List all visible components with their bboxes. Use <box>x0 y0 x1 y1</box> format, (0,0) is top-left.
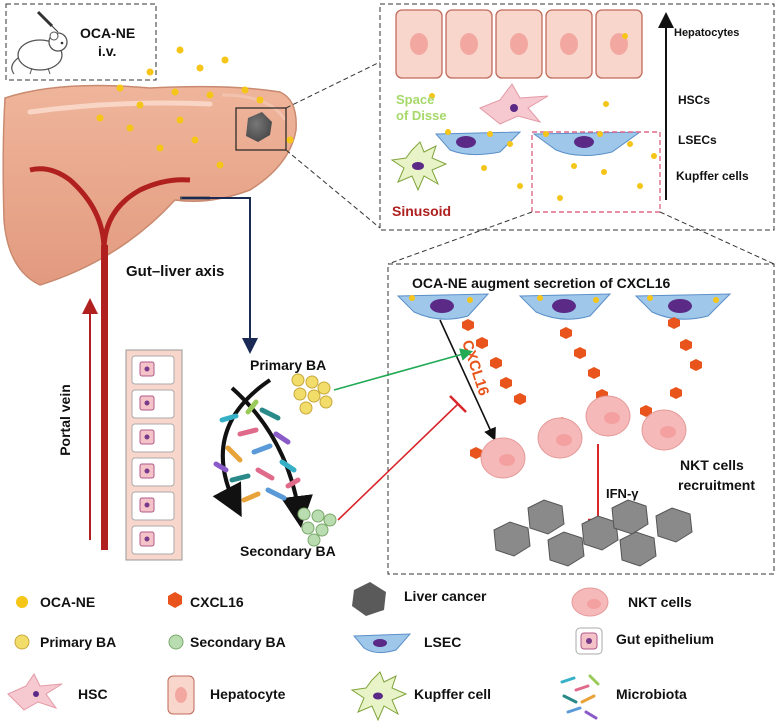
nkt-cells-group <box>480 395 687 479</box>
liver-illustration <box>2 84 297 550</box>
cxcl16-secretion-title: OCA-NE augment secretion of CXCL16 <box>412 275 670 291</box>
legend-label-oca: OCA-NE <box>40 594 95 610</box>
oca-ne-particles-bottom <box>409 295 719 303</box>
oca-ne-particles-top <box>429 33 657 201</box>
secondary-ba-label: Secondary BA <box>240 543 336 559</box>
legend-label-primary: Primary BA <box>40 634 116 650</box>
legend-icon-secondary <box>168 634 184 650</box>
legend-label-hsc: HSC <box>78 686 108 702</box>
secondary-ba-inhibition-line <box>337 403 459 521</box>
space-of-disse-label-2: of Disse <box>396 108 447 123</box>
zoom-region-lsec <box>531 131 661 213</box>
layer-label-hepatocytes: Hepatocytes <box>674 27 739 39</box>
space-of-disse-label-1: Space <box>396 92 434 107</box>
legend-icon-oca <box>16 596 28 608</box>
portal-vein-label: Portal vein <box>57 384 73 456</box>
zoom-line-lsec-left <box>387 211 533 265</box>
injection-label-1: OCA-NE <box>80 25 135 41</box>
layer-label-lsecs: LSECs <box>678 133 717 147</box>
hepatocyte-row <box>395 9 643 79</box>
legend-label-nkt: NKT cells <box>628 594 692 610</box>
sinusoid-label: Sinusoid <box>392 203 451 219</box>
injection-panel: OCA-NE i.v. <box>5 3 157 81</box>
zoom-panel-top: Hepatocytes HSCs LSECs Kupffer cells Spa… <box>379 3 775 231</box>
legend-label-secondary: Secondary BA <box>190 634 286 650</box>
nkt-recruitment-label-2: recruitment <box>678 477 755 493</box>
ifn-gamma-label: IFN-γ <box>606 486 639 501</box>
portal-vein <box>101 245 108 550</box>
zoom-panel-bottom: OCA-NE augment secretion of CXCL16 CXCL1… <box>387 263 775 575</box>
zoom-line-lsec-right <box>659 211 775 265</box>
microbiota-cluster <box>213 399 301 503</box>
legend-icon-primary <box>14 634 30 650</box>
legend-label-micro: Microbiota <box>616 686 687 702</box>
kupffer-cell <box>390 141 448 192</box>
primary-ba-cluster <box>291 373 333 415</box>
legend-label-hep: Hepatocyte <box>210 686 286 702</box>
hsc-cell <box>479 83 549 125</box>
legend-icon-micro <box>560 674 600 720</box>
layer-label-hscs: HSCs <box>678 93 710 107</box>
gut-liver-axis-label: Gut–liver axis <box>126 263 224 280</box>
mouse-icon <box>11 31 68 75</box>
legend-label-lsec: LSEC <box>424 634 461 650</box>
legend-label-cancer: Liver cancer <box>404 588 487 604</box>
layer-label-kupffer: Kupffer cells <box>676 169 749 183</box>
legend-label-kupffer: Kupffer cell <box>414 686 491 702</box>
primary-ba-arrow <box>333 348 474 391</box>
syringe-icon <box>36 10 59 33</box>
nkt-recruitment-label-1: NKT cells <box>680 457 744 473</box>
tumor-cells-group <box>493 499 693 567</box>
gut-epithelium-column <box>125 349 183 561</box>
zoom-line-top <box>285 61 381 109</box>
liver-tumor <box>246 112 272 142</box>
injection-label-2: i.v. <box>98 43 116 59</box>
zoom-line-bottom <box>285 149 381 229</box>
oca-ne-particles-liver <box>96 46 294 169</box>
legend: OCA-NE CXCL16 Liver cancer NKT cells Pri… <box>7 582 714 722</box>
secondary-ba-inhibition-bar <box>449 395 467 413</box>
legend-label-cxcl16: CXCL16 <box>190 594 244 610</box>
primary-ba-label: Primary BA <box>250 357 326 373</box>
portal-vein-branch-right <box>101 177 191 251</box>
secondary-ba-cluster <box>297 507 337 547</box>
recruitment-arrow <box>439 319 496 441</box>
lsec-row-bottom <box>396 293 732 320</box>
zoom-region <box>235 107 287 151</box>
lsec-layer <box>434 131 642 156</box>
legend-icon-cxcl16 <box>168 592 182 608</box>
ba-conversion-arrow-right <box>230 386 313 528</box>
portal-vein-branch-left <box>29 166 107 251</box>
gut-liver-arrow <box>182 197 258 354</box>
ba-conversion-arrow-left <box>212 378 272 518</box>
cxcl16-chemokines <box>462 317 702 459</box>
legend-icon-cancer <box>352 582 386 616</box>
legend-label-gut: Gut epithelium <box>616 631 714 647</box>
